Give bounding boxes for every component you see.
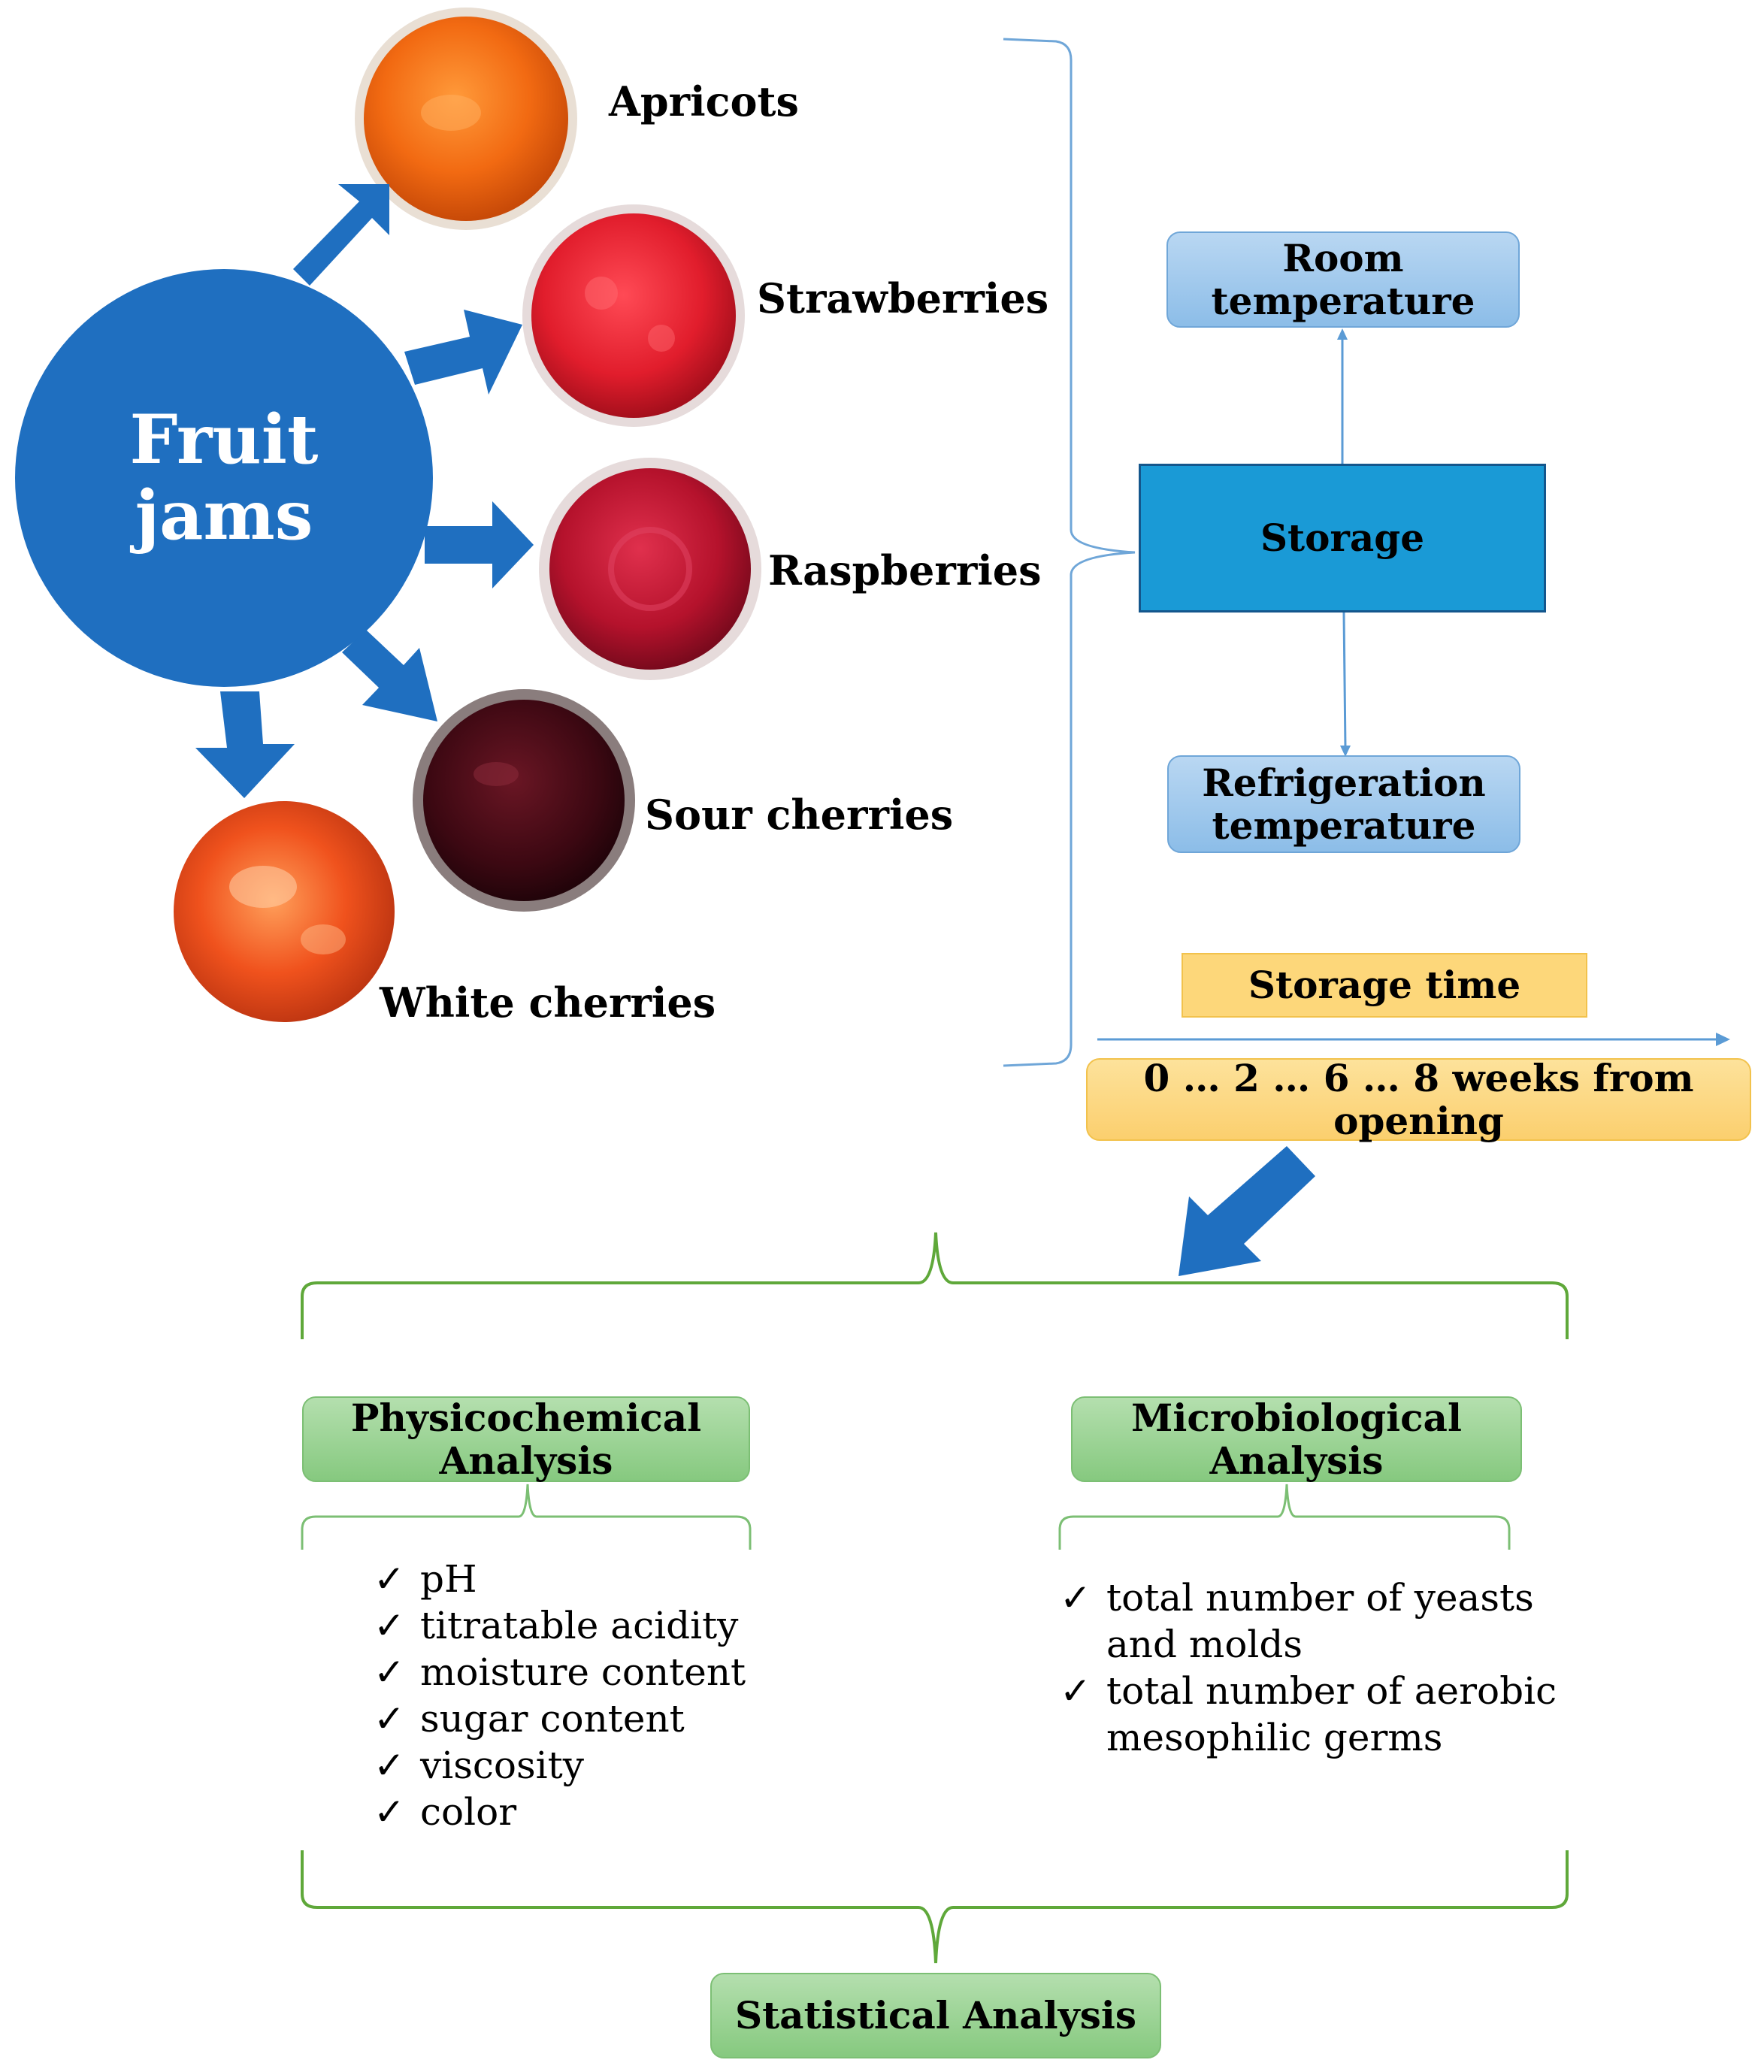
check-icon: ✓ (374, 1650, 405, 1694)
apricot-jam-image (355, 8, 577, 230)
refrigeration-temperature-box: Refrigeration temperature (1167, 755, 1520, 853)
microbiological-line-2: Analysis (1209, 1438, 1384, 1483)
hub-line-1: Fruit (129, 400, 319, 480)
apricots-label: Apricots (609, 77, 799, 126)
check-icon: ✓ (374, 1557, 405, 1601)
white-cherries-label: White cherries (380, 979, 716, 1027)
refrigeration-line-2: temperature (1212, 803, 1476, 848)
microbiological-analysis-box: Microbiological Analysis (1071, 1396, 1522, 1482)
physicochemical-line-2: Analysis (439, 1438, 613, 1483)
strawberries-label: Strawberries (757, 274, 1049, 322)
physicochemical-sub-bracket (301, 1484, 752, 1550)
check-icon: ✓ (1060, 1669, 1091, 1713)
white-cherry-jam-image (174, 801, 395, 1022)
arrow-to-analysis (1179, 1146, 1315, 1276)
sour-cherry-jam-image (413, 689, 635, 912)
sour-cherries-label: Sour cherries (645, 791, 954, 839)
microbiological-sub-bracket (1058, 1484, 1511, 1550)
storage-to-refrigeration-line (1342, 612, 1347, 749)
check-icon: ✓ (1060, 1576, 1091, 1620)
storage-time-values: 0 … 2 … 6 … 8 weeks from opening (1143, 1055, 1694, 1143)
storage-label: Storage (1260, 516, 1425, 561)
arrow-to-strawberries (404, 310, 522, 395)
check-icon: ✓ (374, 1790, 405, 1834)
fruit-jams-hub: Fruit jams (15, 269, 433, 687)
list-item: ✓pH (374, 1557, 477, 1601)
analysis-top-bracket (301, 1232, 1569, 1339)
list-item: ✓viscosity (374, 1744, 584, 1787)
arrow-to-sour-cherries (342, 630, 437, 721)
check-icon: ✓ (374, 1744, 405, 1787)
storage-time-box: Storage time (1182, 953, 1587, 1018)
raspberries-label: Raspberries (768, 546, 1042, 594)
room-temperature-box: Room temperature (1166, 231, 1520, 328)
list-item: ✓sugar content (374, 1697, 685, 1741)
room-line-2: temperature (1211, 279, 1475, 323)
list-item: ✓titratable acidity (374, 1604, 739, 1647)
check-icon: ✓ (374, 1604, 405, 1647)
arrow-to-white-cherries (195, 691, 295, 798)
statistical-analysis-box: Statistical Analysis (710, 1973, 1161, 2058)
hub-line-2: jams (135, 476, 313, 555)
list-item: ✓color (374, 1790, 517, 1834)
storage-bracket (1003, 38, 1136, 1067)
room-line-1: Room (1282, 235, 1404, 280)
arrow-to-raspberries (425, 501, 534, 588)
storage-time-label: Storage time (1248, 963, 1521, 1008)
arrow-to-apricots (293, 184, 389, 286)
storage-time-values-box: 0 … 2 … 6 … 8 weeks from opening (1086, 1055, 1751, 1143)
list-item: ✓moisture content (374, 1650, 746, 1694)
physicochemical-line-1: Physicochemical (350, 1395, 702, 1440)
microbiological-line-1: Microbiological (1131, 1395, 1462, 1440)
refrigeration-line-1: Refrigeration (1202, 760, 1486, 805)
strawberry-jam-image (522, 204, 745, 427)
storage-box: Storage (1139, 464, 1546, 613)
statistical-analysis-label: Statistical Analysis (734, 1993, 1137, 2038)
raspberry-jam-image (539, 458, 761, 680)
physicochemical-analysis-box: Physicochemical Analysis (302, 1396, 750, 1482)
physicochemical-parameter-list: ✓pH ✓titratable acidity ✓moisture conten… (374, 1556, 746, 1835)
check-icon: ✓ (374, 1697, 405, 1741)
analysis-bottom-bracket (301, 1850, 1569, 1964)
